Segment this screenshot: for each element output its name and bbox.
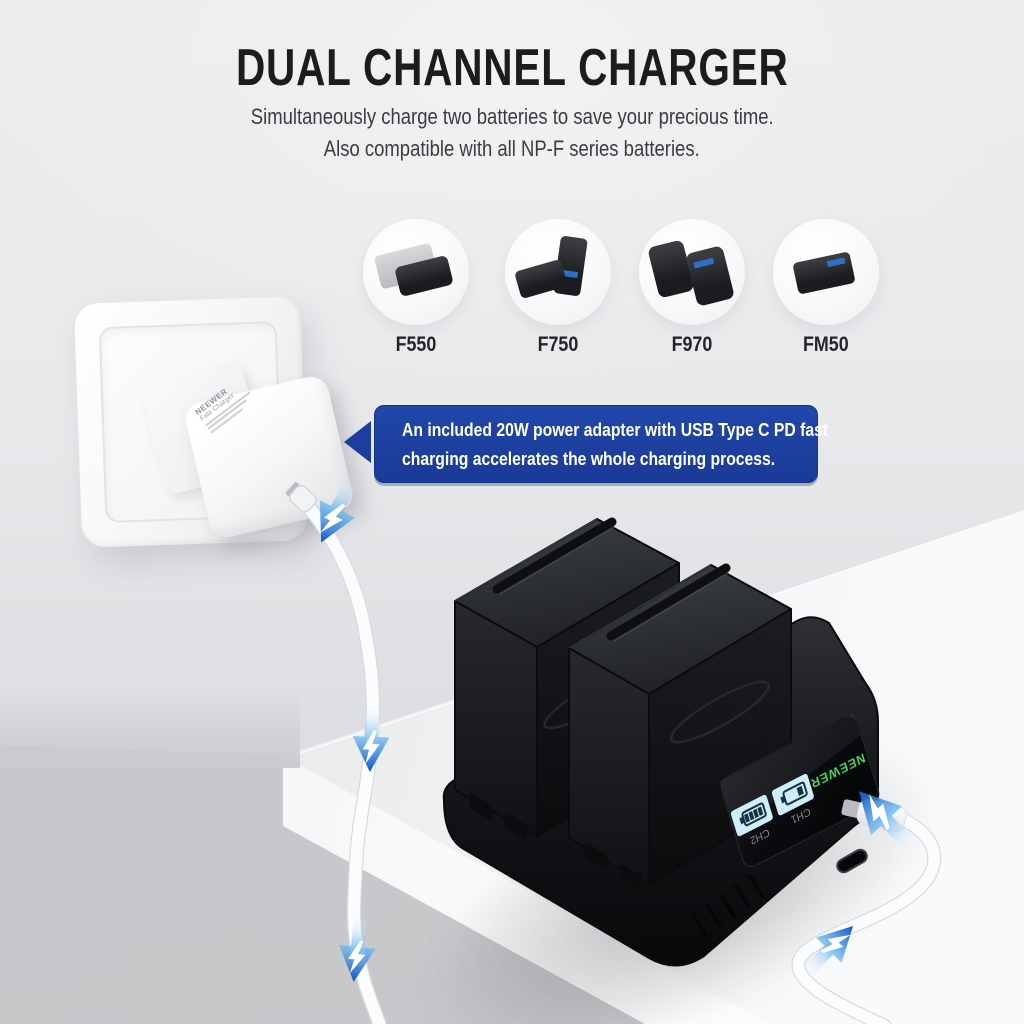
callout-text-line-1: An included 20W power adapter with USB T…: [402, 419, 829, 440]
battery-thumb-fm50: [773, 219, 879, 325]
battery-body: [647, 239, 695, 299]
model-label-fm50: FM50: [803, 333, 849, 356]
battery-thumb-f750: [505, 219, 611, 325]
subtitle-line-1: Simultaneously charge two batteries to s…: [250, 104, 774, 129]
battery-body: [792, 251, 856, 295]
battery-sticker: [826, 257, 846, 268]
battery-body: [685, 245, 735, 307]
callout-pointer-icon: [344, 421, 371, 463]
model-label-f970: F970: [671, 333, 713, 356]
subtitle-line-2: Also compatible with all NP-F series bat…: [324, 136, 700, 161]
battery-thumb-f550: [363, 219, 469, 325]
page-title: DUAL CHANNEL CHARGER: [235, 39, 789, 97]
battery-sticker: [693, 257, 715, 269]
wall-shadow-fade: [0, 688, 300, 768]
model-label-f750: F750: [537, 333, 579, 356]
callout-box: An included 20W power adapter with USB T…: [374, 405, 828, 483]
model-label-f550: F550: [395, 333, 437, 356]
callout-text-line-2: charging accelerates the whole charging …: [402, 448, 776, 469]
battery-thumb-f970: [639, 219, 745, 325]
